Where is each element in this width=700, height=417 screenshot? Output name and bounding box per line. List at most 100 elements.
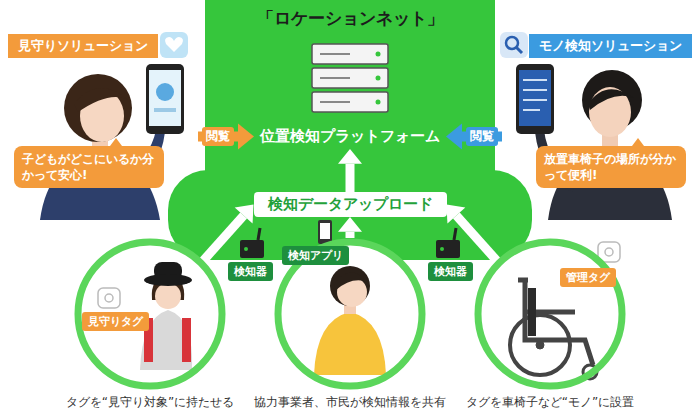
- circle-outline: [478, 242, 622, 386]
- upload-arrow-shaft: [346, 232, 355, 238]
- speech-bubble: 子どもがどこにいるか分かって安心!: [14, 146, 164, 188]
- view-arrow: [446, 124, 502, 150]
- citizen-illustration: [330, 266, 370, 306]
- upload-label: 検知データアップロード: [254, 192, 447, 217]
- detector-icon: [258, 228, 260, 240]
- detector-label-box: 検知器: [228, 262, 273, 281]
- detector-icon: [440, 247, 444, 251]
- wheelchair-illustration: [518, 280, 593, 365]
- phone-illustration: [523, 80, 547, 110]
- tag-label: 見守りタグ: [82, 312, 149, 331]
- girl-illustration: [155, 283, 181, 309]
- upload-arrow-head: [338, 149, 362, 164]
- circle-ground: [78, 242, 222, 386]
- detector-icon: [436, 240, 460, 258]
- circle-outline: [474, 238, 626, 390]
- detector-icon: [436, 228, 460, 258]
- phone-illustration: [516, 64, 554, 134]
- heart-app-icon: [160, 32, 188, 58]
- citizen-illustration: [314, 312, 386, 375]
- phone-illustration: [156, 83, 174, 101]
- bubble-text: 放置車椅子の場所が分かって便利!: [544, 151, 678, 183]
- circle-caption: 協力事業者、市民が検知情報を共有: [254, 394, 446, 411]
- tag-icon: [105, 294, 113, 302]
- wheelchair-illustration: [510, 315, 570, 375]
- woman-illustration: [74, 88, 128, 112]
- upload-arrow-head: [447, 205, 466, 224]
- platform-node: 位置検知プラットフォーム: [254, 124, 446, 149]
- citizen-illustration: [334, 272, 368, 290]
- phone-illustration: [516, 64, 554, 134]
- upload-arrow: [338, 217, 362, 238]
- girl-illustration: [144, 274, 192, 286]
- upload-arrow-shaft: [202, 216, 243, 262]
- girl-illustration: [182, 318, 191, 362]
- solution-panel: モノ検知ソリューション放置車椅子の場所が分かって便利!: [502, 34, 692, 220]
- diagram-title: 「ロケーションネット」: [0, 7, 700, 30]
- solution-heading: 見守りソリューション: [8, 34, 158, 58]
- server-icon: [376, 100, 381, 105]
- phone-illustration: [154, 108, 176, 112]
- woman-illustration: [64, 74, 132, 142]
- upload-arrow: [338, 149, 362, 192]
- view-arrow-head: [238, 124, 254, 150]
- server-icon: [376, 52, 381, 57]
- search-app-icon: [500, 32, 528, 58]
- green-ground: [168, 0, 532, 260]
- tag-label-box: 管理タグ: [560, 268, 616, 287]
- circle-caption: タグを“見守り対象”に持たせる: [66, 394, 234, 411]
- phone-illustration: [519, 70, 551, 126]
- solution-heading: モノ検知ソリューション: [529, 34, 692, 58]
- wheelchair-illustration: [528, 288, 536, 336]
- tag-label-box: 見守りタグ: [82, 312, 149, 331]
- search-app-icon: [500, 32, 528, 58]
- circle-outline: [278, 242, 422, 386]
- upload-arrow-head: [235, 205, 254, 224]
- detector-label: 検知器: [228, 262, 273, 281]
- tag-icon: [98, 288, 120, 308]
- edge-label: 閲覧: [466, 127, 498, 146]
- bubble-text: 子どもがどこにいるか分かって安心!: [22, 151, 156, 183]
- app-phone-icon: [318, 220, 332, 244]
- phone-illustration: [146, 64, 184, 134]
- server-icon: [312, 44, 388, 112]
- detector-label: 検知器: [428, 262, 473, 281]
- heart-app-icon: [160, 32, 188, 58]
- tag-label: 管理タグ: [560, 268, 616, 287]
- phone-illustration: [146, 64, 184, 134]
- detector-icon: [240, 240, 264, 258]
- edge-label: 閲覧: [202, 127, 234, 146]
- app-phone-icon: [318, 220, 332, 244]
- circle-ground: [78, 242, 622, 386]
- upload-arrow: [202, 205, 253, 262]
- upload-arrow: [447, 205, 498, 262]
- detector-label-box: 検知器: [428, 262, 473, 281]
- platform-label: 位置検知プラットフォーム: [254, 124, 446, 149]
- view-arrow: [198, 124, 254, 150]
- man-illustration: [535, 70, 672, 220]
- circle-outline: [78, 242, 222, 386]
- tag-icon: [98, 288, 120, 308]
- speech-bubble: 放置車椅子の場所が分かって便利!: [536, 146, 686, 188]
- source-circle: タグを“見守り対象”に持たせる見守りタグ: [74, 238, 226, 390]
- upload-arrow-head: [338, 217, 362, 232]
- circle-ground: [278, 242, 422, 386]
- wheelchair-illustration: [510, 280, 597, 379]
- source-circle: タグを車椅子など“モノ”に設置管理タグ: [474, 238, 626, 390]
- upload-arrow-shaft: [346, 164, 355, 192]
- server-icon: [376, 76, 381, 81]
- app-phone-icon: [320, 223, 330, 239]
- view-arrow-head: [446, 124, 462, 150]
- server-icon: [320, 54, 350, 102]
- circle-ground: [478, 242, 622, 386]
- solution-panel: 見守りソリューション子どもがどこにいるか分かって安心!: [8, 34, 198, 220]
- detector-icon: [244, 247, 248, 251]
- phone-illustration: [149, 70, 181, 126]
- upload-band: 検知データアップロード: [254, 192, 447, 217]
- man-illustration: [588, 89, 634, 110]
- search-app-icon: [516, 47, 522, 53]
- heart-app-icon: [165, 37, 183, 52]
- upload-arrow-shaft: [456, 216, 497, 262]
- citizen-illustration: [314, 266, 386, 375]
